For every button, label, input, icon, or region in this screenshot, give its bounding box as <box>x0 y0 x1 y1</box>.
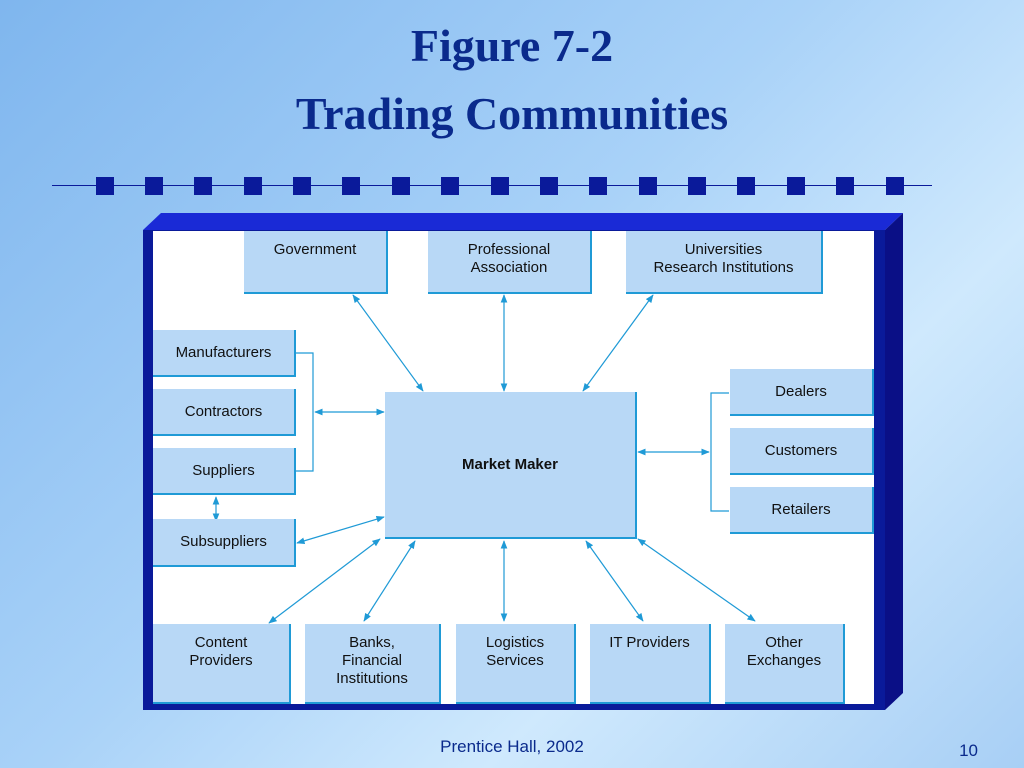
divider-square <box>589 177 607 195</box>
divider-square <box>491 177 509 195</box>
box-contractors: Contractors <box>153 389 296 436</box>
box-market-maker: Market Maker <box>385 392 637 539</box>
divider-square <box>342 177 360 195</box>
arrow-subsuppliers-market <box>296 515 385 545</box>
slide-title-line-1: Figure 7-2 <box>410 20 614 71</box>
divider-square <box>787 177 805 195</box>
footer-source: Prentice Hall, 2002 <box>440 737 584 756</box>
divider-square <box>886 177 904 195</box>
box-banks: Banks, Financial Institutions <box>305 624 441 704</box>
arrow-it-market <box>585 540 644 622</box>
divider-square <box>639 177 657 195</box>
arrow-banks-market <box>363 540 416 622</box>
arrow-content-market <box>268 538 381 624</box>
divider-square <box>392 177 410 195</box>
arrow-universities-market <box>582 294 654 392</box>
divider-square <box>836 177 854 195</box>
box-manufacturers: Manufacturers <box>153 330 296 377</box>
box-subsuppliers: Subsuppliers <box>153 519 296 567</box>
box-customers: Customers <box>730 428 874 475</box>
divider-square <box>688 177 706 195</box>
box-suppliers: Suppliers <box>153 448 296 495</box>
arrow-other-market <box>637 538 756 622</box>
connector-arrows <box>212 294 756 624</box>
arrow-government-market <box>352 294 424 392</box>
divider-square <box>293 177 311 195</box>
divider-square <box>441 177 459 195</box>
box-other-exchanges: Other Exchanges <box>725 624 845 704</box>
box-content-providers: Content Providers <box>153 624 291 704</box>
box-professional-association: Professional Association <box>428 231 592 294</box>
box-it-providers: IT Providers <box>590 624 711 704</box>
divider-square <box>244 177 262 195</box>
box-retailers: Retailers <box>730 487 874 534</box>
divider-square <box>737 177 755 195</box>
divider-square <box>96 177 114 195</box>
divider-square <box>194 177 212 195</box>
diagram-panel: Government Professional Association Univ… <box>153 231 874 704</box>
page-number: 10 <box>959 741 978 760</box>
slide-title-line-2: Trading Communities <box>295 88 729 139</box>
box-government: Government <box>244 231 388 294</box>
divider-square <box>540 177 558 195</box>
left-bracket <box>295 352 314 472</box>
right-bracket <box>710 392 729 512</box>
divider-square <box>145 177 163 195</box>
box-universities: Universities Research Institutions <box>626 231 823 294</box>
box-logistics: Logistics Services <box>456 624 576 704</box>
box-dealers: Dealers <box>730 369 874 416</box>
